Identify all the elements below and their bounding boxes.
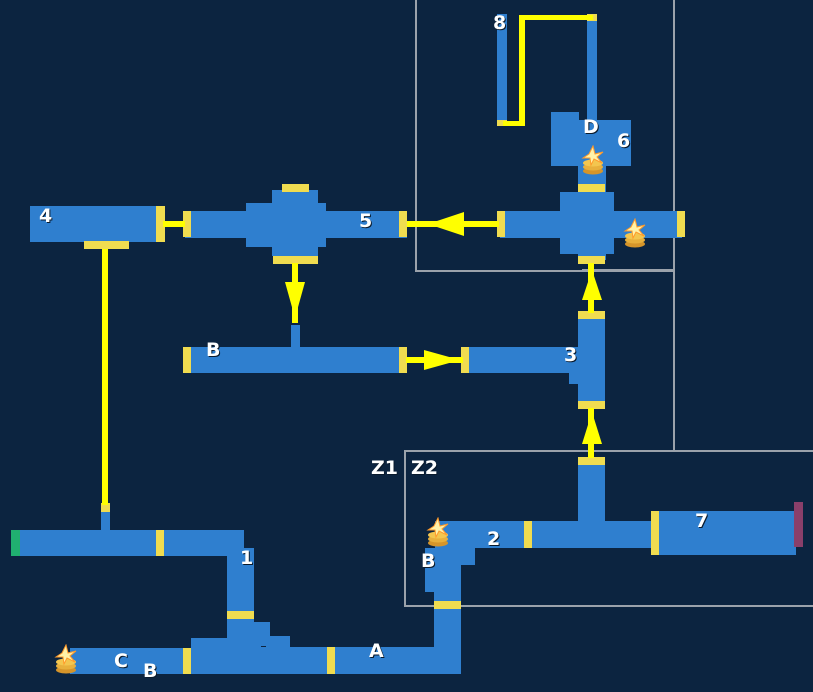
room-2-upper-stem xyxy=(578,462,605,527)
room-d xyxy=(551,112,579,166)
zone-boundary-bottom xyxy=(404,450,813,607)
door[interactable] xyxy=(156,530,164,556)
room-label-a: A xyxy=(369,640,384,662)
room-label-b-right: B xyxy=(421,550,436,572)
door[interactable] xyxy=(578,401,605,409)
path-8-bottom xyxy=(503,121,525,126)
door[interactable] xyxy=(399,211,407,237)
room-2-stem-left xyxy=(425,548,461,592)
room-1-step-2 xyxy=(266,636,290,650)
room-label-b-lower: B xyxy=(143,660,158,682)
room-label-3: 3 xyxy=(564,344,578,366)
room-label-7: 7 xyxy=(695,510,709,532)
door[interactable] xyxy=(578,256,605,264)
zone-label-z1: Z1 xyxy=(371,457,398,479)
room-label-8: 8 xyxy=(493,12,507,34)
door[interactable] xyxy=(183,211,191,237)
room-label-5: 5 xyxy=(359,210,373,232)
coin-stack-sparkle-icon[interactable] xyxy=(425,517,451,547)
door[interactable] xyxy=(327,647,335,674)
door[interactable] xyxy=(578,184,605,192)
room-label-1: 1 xyxy=(240,547,254,569)
upper-right-hub-core xyxy=(578,186,606,260)
room-label-c: C xyxy=(114,650,128,672)
exit-marker-red[interactable] xyxy=(794,502,803,547)
room-2-corridor xyxy=(470,521,660,548)
arrow-down-icon xyxy=(285,282,305,318)
arrow-up-icon xyxy=(582,270,602,300)
room-label-4: 4 xyxy=(39,205,53,227)
path-8-top xyxy=(519,15,593,20)
room-b-upper-corridor xyxy=(186,347,406,373)
arrow-up-icon xyxy=(582,412,602,444)
arrow-right-icon xyxy=(424,350,460,370)
door[interactable] xyxy=(497,120,507,126)
door[interactable] xyxy=(461,347,469,373)
room-b-upper-stem xyxy=(291,325,300,349)
room-1-shaft xyxy=(227,548,254,644)
coin-stack-sparkle-icon[interactable] xyxy=(53,644,79,674)
exit-marker-green[interactable] xyxy=(11,530,20,556)
door[interactable] xyxy=(101,503,110,512)
room-a-corridor xyxy=(245,647,461,674)
left-long-corridor xyxy=(14,530,244,556)
door[interactable] xyxy=(578,311,605,319)
zone-label-z2: Z2 xyxy=(411,457,438,479)
door[interactable] xyxy=(156,206,165,242)
room-3-notch xyxy=(569,366,581,384)
door[interactable] xyxy=(578,457,605,465)
path-4-5-link xyxy=(163,221,185,227)
door[interactable] xyxy=(399,347,407,373)
door[interactable] xyxy=(497,211,505,237)
door[interactable] xyxy=(651,511,659,555)
door[interactable] xyxy=(84,241,129,249)
room-label-b-upper: B xyxy=(206,339,221,361)
room-5-hub-vertical xyxy=(272,190,318,256)
room-3 xyxy=(578,318,605,406)
door[interactable] xyxy=(183,648,191,674)
zone-boundary-top xyxy=(415,0,675,272)
room-label-d: D xyxy=(583,116,599,138)
room-3-corridor xyxy=(464,347,584,373)
room-8-corridor xyxy=(497,14,507,124)
coin-stack-sparkle-icon[interactable] xyxy=(622,218,648,248)
door[interactable] xyxy=(282,184,309,192)
door[interactable] xyxy=(183,347,191,373)
room-8-corridor-right xyxy=(587,14,597,134)
room-label-6: 6 xyxy=(617,130,631,152)
coin-stack-sparkle-icon[interactable] xyxy=(580,145,606,175)
room-a-block xyxy=(191,638,261,674)
door[interactable] xyxy=(227,611,254,619)
path-8-vertical xyxy=(519,15,525,126)
room-7 xyxy=(654,511,796,555)
arrow-left-icon xyxy=(428,212,464,236)
door[interactable] xyxy=(677,211,685,237)
path-4-down xyxy=(102,249,108,505)
room-label-2: 2 xyxy=(487,528,501,550)
door[interactable] xyxy=(434,601,461,609)
door[interactable] xyxy=(524,521,532,548)
left-corridor-stem xyxy=(101,512,110,532)
room-4 xyxy=(30,206,163,242)
room-c-corridor xyxy=(70,648,192,674)
door[interactable] xyxy=(273,256,318,264)
